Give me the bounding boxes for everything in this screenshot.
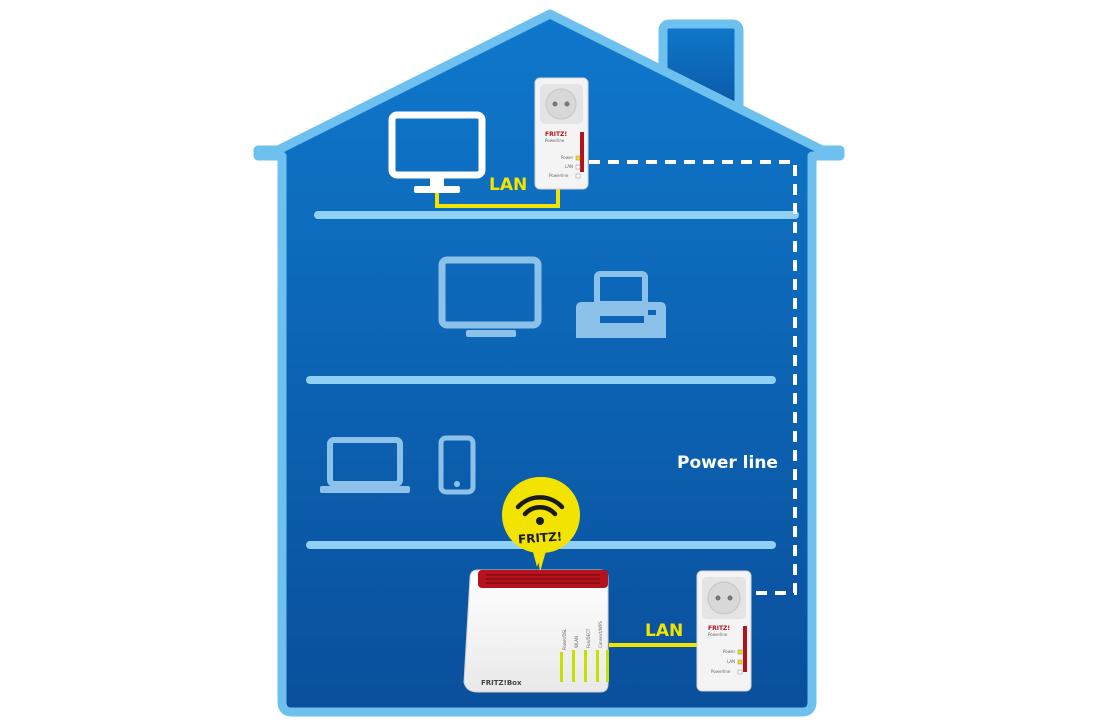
adapter-top-led-lan-label: LAN bbox=[565, 164, 573, 169]
router-leds bbox=[560, 650, 609, 682]
router-led-label-3: Fon/DECT bbox=[586, 628, 591, 648]
adapter-bottom-led-pl bbox=[737, 669, 743, 675]
lan-label-bottom: LAN bbox=[645, 621, 683, 641]
adapter-top-led-power bbox=[575, 155, 581, 161]
smartphone-icon bbox=[438, 435, 476, 495]
fritzbox-router: FRITZ!Box Power/DSL WLAN Fon/DECT Connec… bbox=[463, 569, 613, 693]
tv-monitor-icon bbox=[438, 256, 542, 337]
router-led-1 bbox=[560, 652, 563, 682]
wifi-icon bbox=[515, 495, 565, 517]
adapter-top-led-pl-label: Powerline bbox=[549, 173, 569, 178]
router-led-2 bbox=[572, 650, 575, 682]
router-led-label-2: WLAN bbox=[574, 636, 579, 648]
router-brand: FRITZ!Box bbox=[481, 679, 522, 687]
adapter-bottom-brand: FRITZ! bbox=[708, 625, 730, 632]
adapter-bottom-led-lan-label: LAN bbox=[727, 659, 735, 664]
router-led-3 bbox=[584, 650, 587, 682]
wifi-bubble: FRITZ! bbox=[502, 476, 580, 572]
router-led-4 bbox=[596, 650, 599, 682]
adapter-top-led-power-label: Power bbox=[561, 155, 573, 160]
power-line-label: Power line bbox=[677, 453, 778, 473]
lan-cable-top bbox=[435, 188, 560, 208]
adapter-top-led-lan bbox=[575, 164, 581, 170]
adapter-bottom-led-power-label: Power bbox=[723, 649, 735, 654]
adapter-bottom-led-power bbox=[737, 649, 743, 655]
house-shape bbox=[253, 9, 845, 717]
adapter-top-brand: FRITZ! bbox=[545, 131, 567, 138]
desktop-monitor-icon bbox=[388, 111, 486, 193]
adapter-top-led-pl bbox=[575, 173, 581, 179]
printer-icon bbox=[576, 271, 666, 338]
adapter-top-model: Powerline bbox=[545, 138, 565, 143]
bubble-brand: FRITZ! bbox=[518, 529, 563, 546]
router-led-label-1: Power/DSL bbox=[562, 628, 567, 650]
powerline-dashed-path bbox=[589, 160, 797, 595]
house bbox=[253, 9, 845, 717]
laptop-icon bbox=[320, 437, 410, 493]
router-led-5 bbox=[606, 650, 609, 682]
adapter-bottom-model: Powerline bbox=[708, 632, 728, 637]
router-led-label-4: Connect/WPS bbox=[598, 621, 603, 648]
powerline-adapter-top: FRITZ! Powerline Power LAN Powerline bbox=[534, 77, 589, 190]
adapter-bottom-led-lan bbox=[737, 659, 743, 665]
powerline-adapter-bottom: FRITZ! Powerline Power LAN Powerline bbox=[696, 570, 752, 692]
adapter-bottom-led-pl-label: Powerline bbox=[711, 669, 731, 674]
lan-label-top: LAN bbox=[489, 175, 527, 195]
